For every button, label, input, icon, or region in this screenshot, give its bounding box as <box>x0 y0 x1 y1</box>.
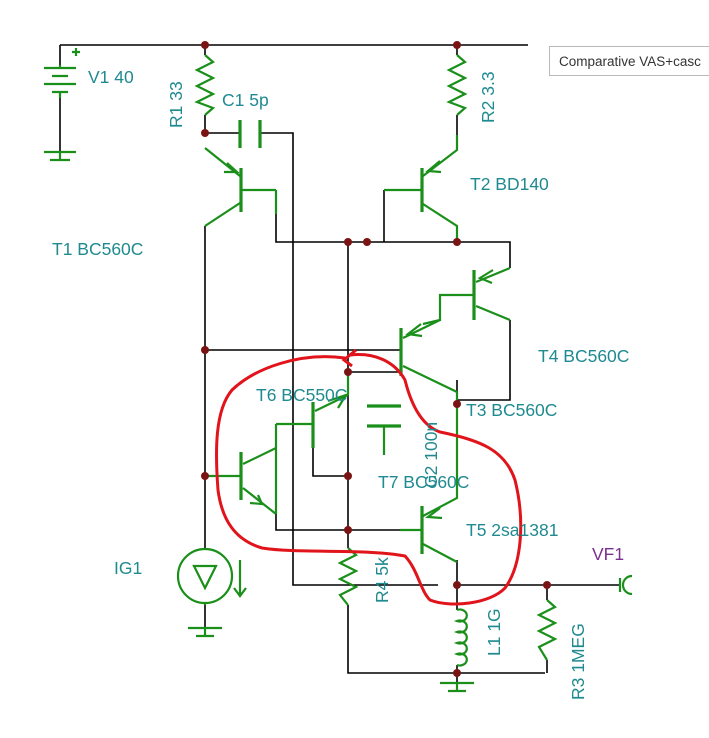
labels: V1 40 R1 33 C1 5p R2 3.3 T2 BD140 T1 BC5… <box>52 67 629 700</box>
transistor-t4 <box>422 266 511 326</box>
highlight-loop <box>214 352 523 606</box>
label-c1: C1 5p <box>222 90 269 110</box>
resistor-r4 <box>337 547 359 606</box>
label-t5: T5 2sa1381 <box>466 520 558 540</box>
transistor-t2 <box>384 135 459 242</box>
current-source-ig1 <box>176 547 247 605</box>
label-t4: T4 BC560C <box>538 346 629 366</box>
voltage-probe-vf1 <box>618 574 633 596</box>
transistor-t7 <box>205 447 277 515</box>
inductor-l1 <box>453 608 468 667</box>
wires <box>59 44 620 683</box>
label-r1: R1 33 <box>166 81 186 128</box>
document-tab[interactable]: Comparative VAS+casc <box>549 46 709 76</box>
ground-symbol-v1 <box>44 150 76 162</box>
label-t2: T2 BD140 <box>470 174 549 194</box>
transistor-t5 <box>400 400 459 563</box>
junction-dots <box>201 41 551 677</box>
label-r3: R3 1MEG <box>568 623 588 700</box>
transistor-t6 <box>274 372 350 514</box>
label-c2: C2 100n <box>421 422 441 488</box>
label-l1: L1 1G <box>484 608 504 656</box>
label-t1: T1 BC560C <box>52 239 143 259</box>
capacitor-c1 <box>238 120 262 148</box>
resistor-r1 <box>194 54 216 116</box>
transistor-t1 <box>204 147 278 227</box>
transistor-t3 <box>399 319 459 400</box>
label-r2: R2 3.3 <box>478 71 498 123</box>
ground-symbol-output <box>440 681 474 693</box>
label-t6: T6 BC550C <box>256 385 347 405</box>
resistor-r3 <box>536 599 558 661</box>
components <box>44 48 633 693</box>
label-t7: T7 BC560C <box>378 472 469 492</box>
capacitor-c2 <box>367 404 401 428</box>
label-r4: R4 5k <box>372 557 392 603</box>
ground-symbol-ig1 <box>188 626 222 638</box>
resistor-r2 <box>446 54 468 116</box>
label-v1: V1 40 <box>88 67 134 87</box>
label-ig1: IG1 <box>114 558 142 578</box>
battery-symbol <box>44 48 80 98</box>
label-vf1: VF1 <box>592 544 624 564</box>
label-t3: T3 BC560C <box>466 400 557 420</box>
